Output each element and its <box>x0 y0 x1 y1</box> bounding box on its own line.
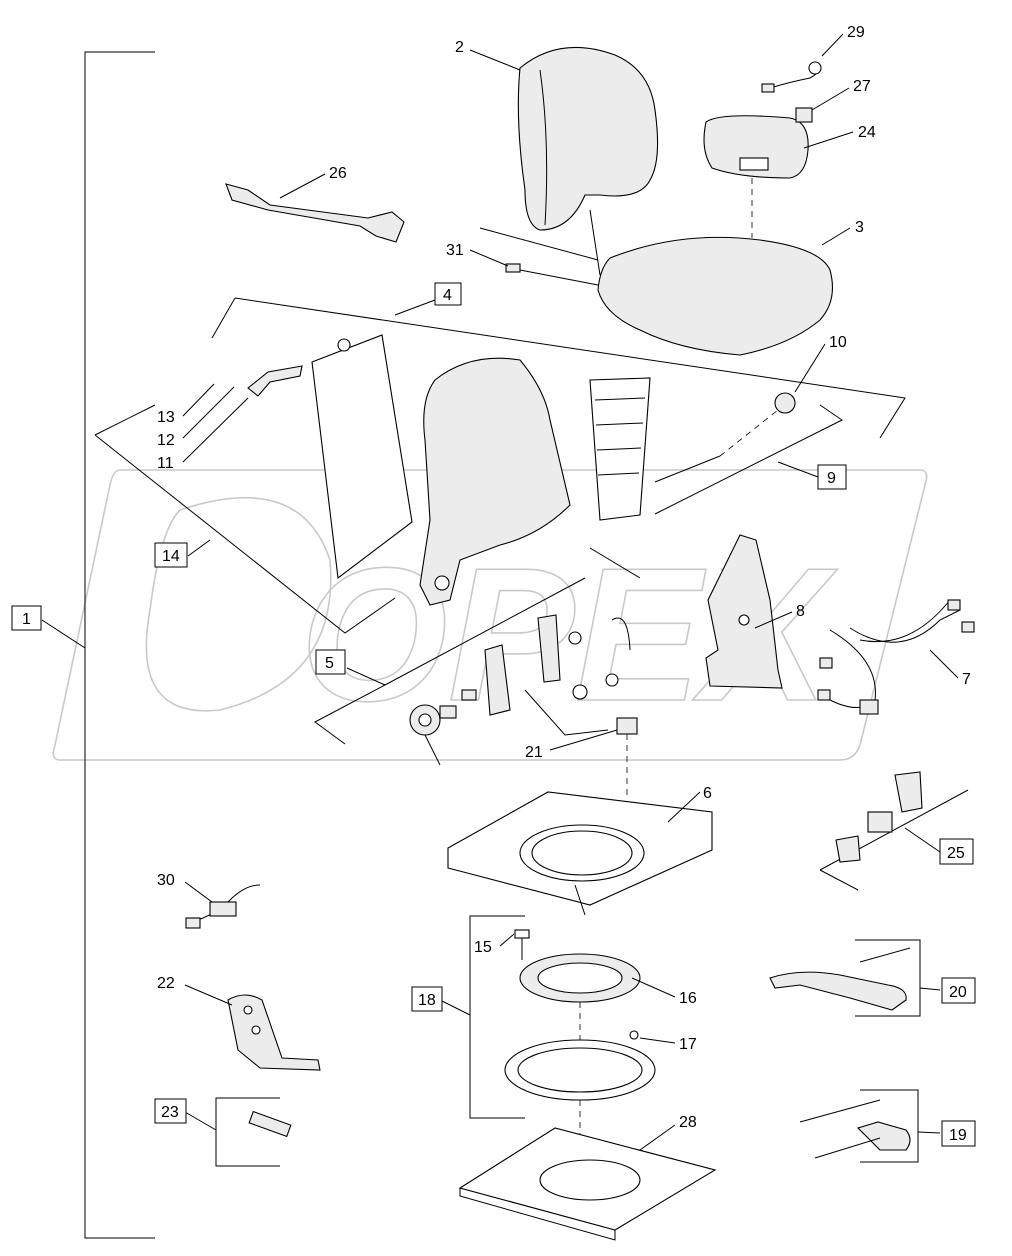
callout-20: 20 <box>949 984 967 1001</box>
part-wiring-30 <box>185 884 261 929</box>
part-backrest-frame <box>419 357 571 606</box>
boxed-callout-9: 9 <box>817 464 847 490</box>
callout-29: 29 <box>847 24 865 41</box>
group-kit-23 <box>184 1097 292 1167</box>
callout-17: 17 <box>679 1036 697 1053</box>
group-kit-19 <box>799 1089 941 1163</box>
group-outline-5 <box>314 577 586 745</box>
callout-30: 30 <box>157 872 175 889</box>
callout-6: 6 <box>703 785 712 802</box>
callout-13: 13 <box>157 409 175 426</box>
callout-25: 25 <box>947 845 965 862</box>
boxed-callout-20: 20 <box>941 977 976 1004</box>
part-bearing-ring <box>504 1039 656 1170</box>
part-backrest <box>517 46 659 276</box>
leader-lines <box>182 33 959 1151</box>
callout-7: 7 <box>962 671 971 688</box>
part-lever-26 <box>225 183 405 243</box>
callout-5: 5 <box>325 655 334 672</box>
callout-28: 28 <box>679 1114 697 1131</box>
assembly-bracket <box>41 51 155 1239</box>
part-seat-cushion <box>479 227 833 356</box>
boxed-callout-14: 14 <box>154 542 188 568</box>
part-21 <box>616 717 638 800</box>
callout-19: 19 <box>949 1127 967 1144</box>
callout-8: 8 <box>796 603 805 620</box>
group-kit-25 <box>819 771 969 891</box>
boxed-callout-25: 25 <box>939 838 974 865</box>
part-bolt-15 <box>514 929 530 960</box>
part-knob-10 <box>654 392 796 483</box>
callout-2: 2 <box>455 39 464 56</box>
group-kit-20 <box>769 939 941 1017</box>
part-armrest <box>703 115 809 238</box>
part-bracket-8 <box>705 534 783 689</box>
callout-12: 12 <box>157 432 175 449</box>
boxed-callout-23: 23 <box>154 1098 187 1124</box>
callout-31: 31 <box>446 242 464 259</box>
callout-11: 11 <box>157 455 174 472</box>
group-outline-9 <box>654 404 843 515</box>
callout-23: 23 <box>161 1104 179 1121</box>
part-ring-16 <box>519 953 641 1040</box>
boxed-callout-5: 5 <box>315 649 346 675</box>
group-bracket-18 <box>439 915 525 1119</box>
callout-24: 24 <box>858 124 876 141</box>
callout-16: 16 <box>679 990 697 1007</box>
group-outline-4 <box>211 297 906 439</box>
callout-14: 14 <box>162 548 180 565</box>
boxed-callout-18: 18 <box>411 986 443 1012</box>
part-recline-mechanism <box>409 614 631 766</box>
group-outline-14 <box>94 404 641 634</box>
callout-22: 22 <box>157 975 175 992</box>
part-wiring-harness-7 <box>817 599 975 715</box>
part-bracket-22 <box>227 994 321 1071</box>
part-bracket-11 <box>247 365 303 397</box>
part-switch-27 <box>795 107 813 123</box>
callout-labels: 2 3 6 7 8 10 11 12 13 15 16 17 21 22 24 … <box>157 24 971 1131</box>
callout-9: 9 <box>827 470 836 487</box>
boxed-callout-4: 4 <box>434 282 462 306</box>
callout-4: 4 <box>443 287 452 304</box>
part-wiring-29 <box>761 61 822 93</box>
callout-1: 1 <box>22 611 31 628</box>
callout-27: 27 <box>853 78 871 95</box>
part-lumbar-support <box>589 377 651 521</box>
callout-18: 18 <box>418 992 436 1009</box>
part-back-panel <box>311 334 413 580</box>
callout-26: 26 <box>329 165 347 182</box>
part-cable-31 <box>505 263 521 273</box>
boxed-callout-1: 1 <box>11 605 42 631</box>
boxed-callout-19: 19 <box>941 1120 976 1147</box>
part-base-plate-28 <box>458 1127 717 1241</box>
part-seat-base-6 <box>447 791 713 916</box>
callout-15: 15 <box>474 939 492 956</box>
part-ball-17 <box>629 1030 639 1040</box>
callout-3: 3 <box>855 219 864 236</box>
callout-10: 10 <box>829 334 847 351</box>
callout-21: 21 <box>525 744 543 761</box>
